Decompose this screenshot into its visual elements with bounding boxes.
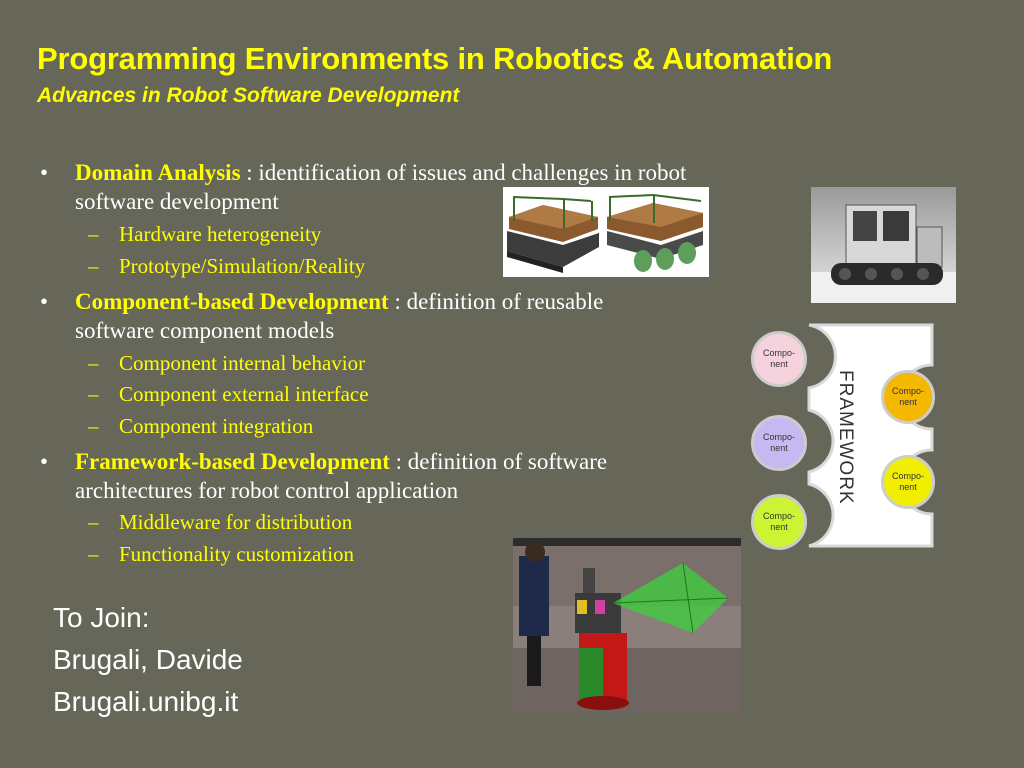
bullet-dot: • (40, 449, 49, 474)
sub-bullet-text: Component internal behavior (119, 351, 366, 375)
bullet-dot: • (40, 160, 49, 185)
component-label: nent (770, 359, 788, 369)
rover-photo (811, 187, 956, 303)
sub-bullet-text: Component external interface (119, 382, 369, 406)
bullet-text: : definition of software (389, 449, 608, 474)
bullet-text-cont: architectures for robot control applicat… (75, 478, 459, 503)
component-label: nent (899, 397, 917, 407)
join-info: To Join: Brugali, Davide Brugali.unibg.i… (53, 597, 243, 723)
component-label: Compo- (762, 348, 795, 358)
robot-lab-photo (513, 538, 741, 714)
slide-title: Programming Environments in Robotics & A… (37, 41, 833, 76)
tracked-robots-image (503, 187, 709, 277)
framework-label: FRAMEWORK (835, 370, 856, 505)
join-heading: To Join: (53, 602, 150, 633)
sub-bullet-text: Component integration (119, 414, 314, 438)
bullet-text-cont: software development (75, 189, 279, 214)
bullet-heading: Domain Analysis (75, 160, 241, 185)
component-label: nent (770, 443, 788, 453)
bullet-text: : definition of reusable (388, 289, 604, 314)
component-label: Compo- (762, 511, 795, 521)
join-name: Brugali, Davide (53, 644, 243, 675)
sub-bullet-text: Prototype/Simulation/Reality (119, 254, 366, 278)
component-circle: Compo- nent (751, 415, 807, 471)
component-circle: Compo- nent (751, 331, 807, 387)
component-circle: Compo- nent (751, 494, 807, 550)
component-label: nent (770, 522, 788, 532)
component-label: Compo- (891, 471, 924, 481)
bullet-heading: Framework-based Development (75, 449, 390, 474)
framework-diagram: FRAMEWORK Compo- nent Compo- nent Compo-… (749, 322, 939, 552)
slide-subtitle: Advances in Robot Software Development (37, 84, 460, 107)
sub-bullet-text: Middleware for distribution (119, 510, 353, 534)
bullet-text: : identification of issues and challenge… (240, 160, 687, 185)
join-website: Brugali.unibg.it (53, 686, 239, 717)
component-label: nent (899, 482, 917, 492)
component-circle: Compo- nent (881, 370, 935, 424)
sub-bullet-text: Hardware heterogeneity (119, 222, 322, 246)
bullet-text-cont: software component models (75, 318, 335, 343)
bullet-dot: • (40, 289, 49, 314)
component-circle: Compo- nent (881, 455, 935, 509)
component-label: Compo- (891, 386, 924, 396)
component-label: Compo- (762, 432, 795, 442)
sub-bullet-text: Functionality customization (119, 542, 355, 566)
bullet-heading: Component-based Development (75, 289, 389, 314)
